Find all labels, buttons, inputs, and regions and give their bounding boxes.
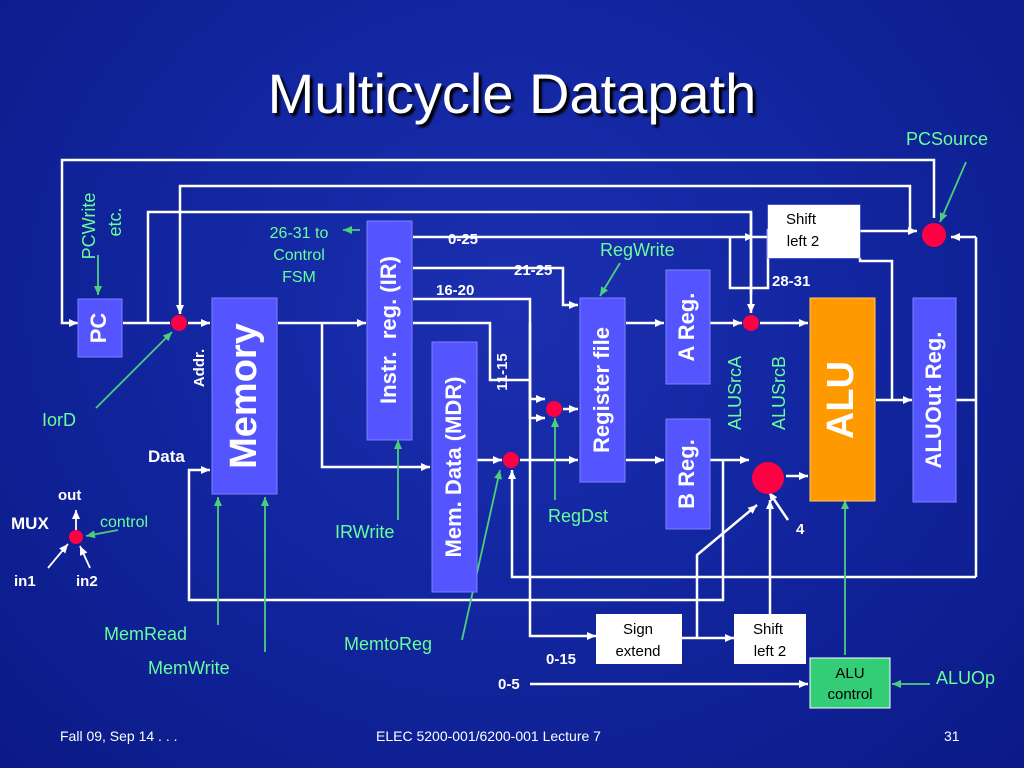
b-reg-label: B Reg. [674,439,699,509]
sign-extend: Sign extend [596,614,682,664]
const-4: 4 [796,521,805,538]
control-labels: PCWrite etc. IorD MemRead MemWrite IRWri… [42,129,995,688]
alusrcb-mux [752,462,784,494]
ir-label: Instr. reg. (IR) [376,256,401,404]
alusrcb-label: ALUSrcB [769,356,789,430]
pcwrite-label: PCWrite [79,193,99,260]
legend-in1-label: in1 [14,573,36,590]
memread-label: MemRead [104,624,187,644]
svg-text:left 2: left 2 [787,233,820,250]
legend-control-label: control [100,514,148,531]
footer-date: Fall 09, Sep 14 . . . [60,728,178,744]
bus-11-15: 11-15 [494,353,511,391]
alu-control: ALU control [809,657,891,709]
bus-28-31: 28-31 [772,273,810,290]
control-fsm-line2: Control [273,247,325,264]
data-label: Data [148,447,185,466]
irwrite-label: IRWrite [335,522,394,542]
alu-label: ALU [820,361,862,439]
control-fsm-line1: 26-31 to [270,225,329,242]
instruction-register: Instr. reg. (IR) [366,220,413,441]
aluout-register: ALUOut Reg. [912,297,957,503]
iord-mux [171,315,187,331]
a-reg-label: A Reg. [674,293,699,362]
svg-text:Shift: Shift [753,621,784,638]
svg-text:Sign: Sign [623,621,653,638]
alu-block: ALU [809,297,876,502]
pcsource-label: PCSource [906,129,988,149]
aluout-label: ALUOut Reg. [921,332,946,469]
slide-title: Multicycle Datapath [267,62,757,125]
bus-16-20: 16-20 [436,282,474,299]
register-file-label: Register file [589,327,614,453]
a-register: A Reg. [665,269,711,385]
iord-label: IorD [42,410,76,430]
bus-21-25: 21-25 [514,262,552,279]
memtoreg-mux [503,452,519,468]
mux-dots [69,223,946,544]
aluop-label: ALUOp [936,668,995,688]
register-file: Register file [579,297,626,483]
footer-page-number: 31 [944,728,960,744]
bus-0-25: 0-25 [448,231,478,248]
pc-register: PC [77,298,123,358]
svg-text:Shift: Shift [786,211,817,228]
bus-0-5: 0-5 [498,676,520,693]
svg-text:left 2: left 2 [754,643,787,660]
pcwrite-etc-label: etc. [105,207,125,236]
regdst-label: RegDst [548,506,608,526]
regdst-mux [546,401,562,417]
mux-legend: MUX out control in1 in2 [11,487,148,590]
memory-data-register: Mem. Data (MDR) [431,341,478,593]
bus-0-15: 0-15 [546,651,576,668]
memory-label: Memory [223,323,265,469]
legend-in2-label: in2 [76,573,98,590]
addr-label: Addr. [191,349,208,387]
control-fsm-line3: FSM [282,269,316,286]
svg-text:control: control [827,686,872,703]
pc-label: PC [86,313,111,344]
legend-mux [69,530,83,544]
datapath-wires [60,158,978,688]
regwrite-label: RegWrite [600,240,675,260]
legend-out-label: out [58,487,81,504]
memwrite-label: MemWrite [148,658,230,678]
footer-course: ELEC 5200-001/6200-001 Lecture 7 [376,728,601,744]
legend-mux-label: MUX [11,514,49,533]
shift-left-2-bottom: Shift left 2 [734,614,806,664]
svg-text:extend: extend [615,643,660,660]
svg-text:ALU: ALU [835,665,864,682]
control-lines [94,161,967,688]
alusrca-mux [743,315,759,331]
pcsource-mux [922,223,946,247]
bus-labels: Addr. Data 0-25 21-25 16-20 11-15 28-31 … [148,231,810,693]
b-register: B Reg. [665,418,711,530]
memtoreg-label: MemtoReg [344,634,432,654]
memory-block: Memory [211,297,278,495]
mdr-label: Mem. Data (MDR) [441,377,466,558]
alusrca-label: ALUSrcA [725,356,745,430]
shift-left-2-top: Shift left 2 [767,204,861,259]
